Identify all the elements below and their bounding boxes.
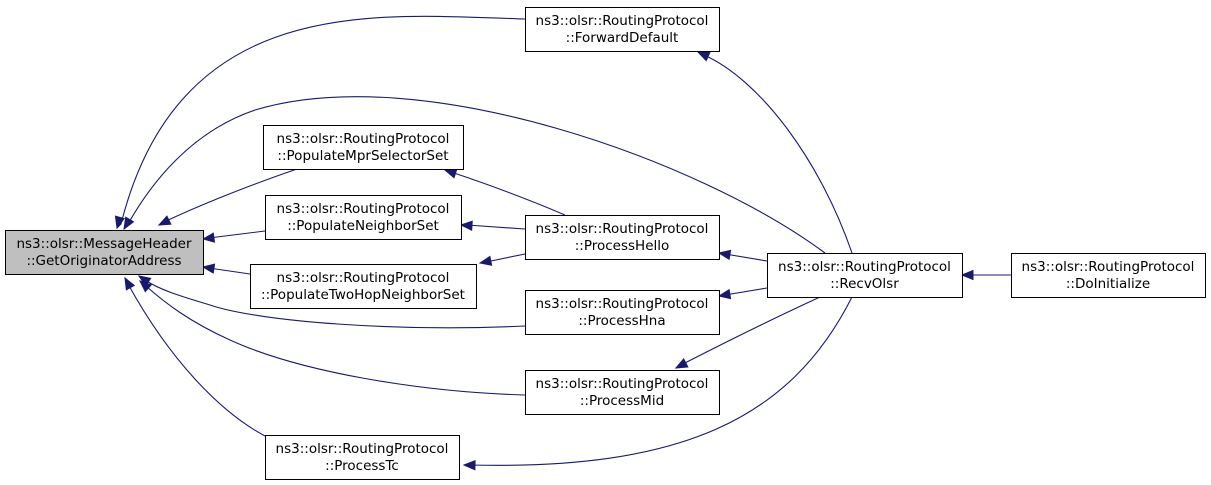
arrowhead-icon	[443, 168, 458, 179]
edge-line	[675, 296, 821, 369]
edge-line	[139, 280, 526, 396]
arrowhead-icon	[114, 215, 126, 230]
edge-line	[464, 296, 853, 466]
edge-line	[138, 275, 526, 329]
node-method-label: ::ProcessTc	[325, 458, 399, 474]
node-populate-twohop[interactable]: ns3::olsr::RoutingProtocol::PopulateTwoH…	[250, 264, 477, 309]
node-box[interactable]	[767, 253, 963, 298]
arrowhead-icon	[157, 215, 172, 226]
node-namespace-label: ns3::olsr::RoutingProtocol	[277, 131, 450, 147]
edge-line	[116, 15, 526, 229]
node-box[interactable]	[525, 290, 720, 335]
node-method-label: ::PopulateMprSelectorSet	[277, 148, 448, 164]
node-method-label: ::DoInitialize	[1066, 276, 1150, 292]
arrowhead-icon	[717, 249, 732, 261]
node-recv-olsr[interactable]: ns3::olsr::RoutingProtocol::RecvOlsr	[767, 253, 963, 298]
edge-process-tc-to-get-originator	[124, 276, 266, 437]
node-box[interactable]	[265, 435, 460, 480]
node-method-label: ::GetOriginatorAddress	[26, 253, 181, 269]
arrowhead-icon	[696, 51, 711, 62]
node-do-initialize[interactable]: ns3::olsr::RoutingProtocol::DoInitialize	[1011, 253, 1206, 298]
node-process-mid[interactable]: ns3::olsr::RoutingProtocol::ProcessMid	[525, 370, 720, 415]
edge-forward-default-to-get-originator	[114, 15, 526, 230]
edge-line	[123, 96, 826, 254]
arrowhead-icon	[478, 255, 493, 266]
node-box[interactable]	[525, 7, 720, 52]
arrowhead-icon	[139, 280, 153, 293]
node-namespace-label: ns3::olsr::RoutingProtocol	[277, 201, 450, 217]
node-box[interactable]	[265, 195, 462, 240]
node-box[interactable]	[525, 215, 720, 260]
node-box[interactable]	[1011, 253, 1206, 298]
node-get-originator[interactable]: ns3::olsr::MessageHeader::GetOriginatorA…	[5, 230, 204, 275]
edge-recv-olsr-to-forward-default	[696, 51, 853, 254]
edge-populate-mpr-to-get-originator	[157, 168, 298, 226]
edge-process-hello-to-populate-mpr	[443, 168, 566, 216]
edge-do-initialize-to-recv-olsr	[960, 269, 1011, 281]
node-method-label: ::ProcessHello	[575, 238, 670, 254]
arrowhead-icon	[201, 232, 216, 243]
call-graph-nodes: ns3::olsr::MessageHeader::GetOriginatorA…	[5, 7, 1206, 480]
node-box[interactable]	[263, 125, 464, 170]
edge-line	[444, 169, 566, 216]
arrowhead-icon	[717, 288, 732, 300]
edge-process-hna-to-get-originator	[137, 275, 526, 329]
edge-recv-olsr-to-process-mid	[674, 296, 821, 369]
node-populate-mpr[interactable]: ns3::olsr::RoutingProtocol::PopulateMprS…	[263, 125, 464, 170]
node-process-hello[interactable]: ns3::olsr::RoutingProtocol::ProcessHello	[525, 215, 720, 260]
arrowhead-icon	[201, 263, 216, 274]
node-method-label: ::ProcessHna	[578, 313, 665, 329]
edge-process-hello-to-populate-twohop	[478, 253, 526, 266]
node-method-label: ::RecvOlsr	[830, 276, 899, 292]
node-namespace-label: ns3::olsr::RoutingProtocol	[536, 296, 709, 312]
node-namespace-label: ns3::olsr::RoutingProtocol	[778, 259, 951, 275]
node-box[interactable]	[525, 370, 720, 415]
edge-populate-neighbor-to-get-originator	[201, 230, 266, 243]
node-method-label: ::PopulateNeighborSet	[287, 218, 439, 234]
edge-line	[697, 51, 853, 254]
call-graph-edges	[114, 15, 1011, 471]
arrowhead-icon	[960, 269, 974, 281]
node-method-label: ::ForwardDefault	[566, 30, 679, 46]
node-namespace-label: ns3::olsr::RoutingProtocol	[536, 376, 709, 392]
arrowhead-icon	[123, 216, 135, 231]
edge-recv-olsr-to-process-hna	[717, 287, 768, 300]
arrowhead-icon	[462, 460, 476, 471]
edge-process-mid-to-get-originator	[139, 280, 526, 396]
node-populate-neighbor[interactable]: ns3::olsr::RoutingProtocol::PopulateNeig…	[265, 195, 462, 240]
node-namespace-label: ns3::olsr::MessageHeader	[16, 236, 192, 252]
edge-recv-olsr-to-get-originator	[123, 96, 826, 254]
node-namespace-label: ns3::olsr::RoutingProtocol	[536, 13, 709, 29]
node-namespace-label: ns3::olsr::RoutingProtocol	[276, 441, 449, 457]
arrowhead-icon	[459, 220, 473, 231]
arrowhead-icon	[137, 275, 152, 287]
node-namespace-label: ns3::olsr::RoutingProtocol	[1022, 259, 1195, 275]
edge-recv-olsr-to-process-hello	[717, 249, 768, 262]
edge-recv-olsr-to-process-tc	[462, 296, 853, 471]
arrowhead-icon	[674, 358, 689, 369]
edge-populate-twohop-to-get-originator	[201, 263, 251, 275]
node-forward-default[interactable]: ns3::olsr::RoutingProtocol::ForwardDefau…	[525, 7, 720, 52]
node-method-label: ::PopulateTwoHopNeighborSet	[261, 287, 465, 303]
node-process-tc[interactable]: ns3::olsr::RoutingProtocol::ProcessTc	[265, 435, 460, 480]
edge-line	[124, 277, 266, 437]
node-process-hna[interactable]: ns3::olsr::RoutingProtocol::ProcessHna	[525, 290, 720, 335]
node-method-label: ::ProcessMid	[580, 393, 664, 409]
arrowhead-icon	[124, 276, 136, 291]
node-box[interactable]	[250, 264, 477, 309]
node-namespace-label: ns3::olsr::RoutingProtocol	[536, 221, 709, 237]
node-box[interactable]	[5, 230, 204, 275]
edge-process-hello-to-populate-neighbor	[459, 220, 526, 231]
node-namespace-label: ns3::olsr::RoutingProtocol	[277, 270, 450, 286]
